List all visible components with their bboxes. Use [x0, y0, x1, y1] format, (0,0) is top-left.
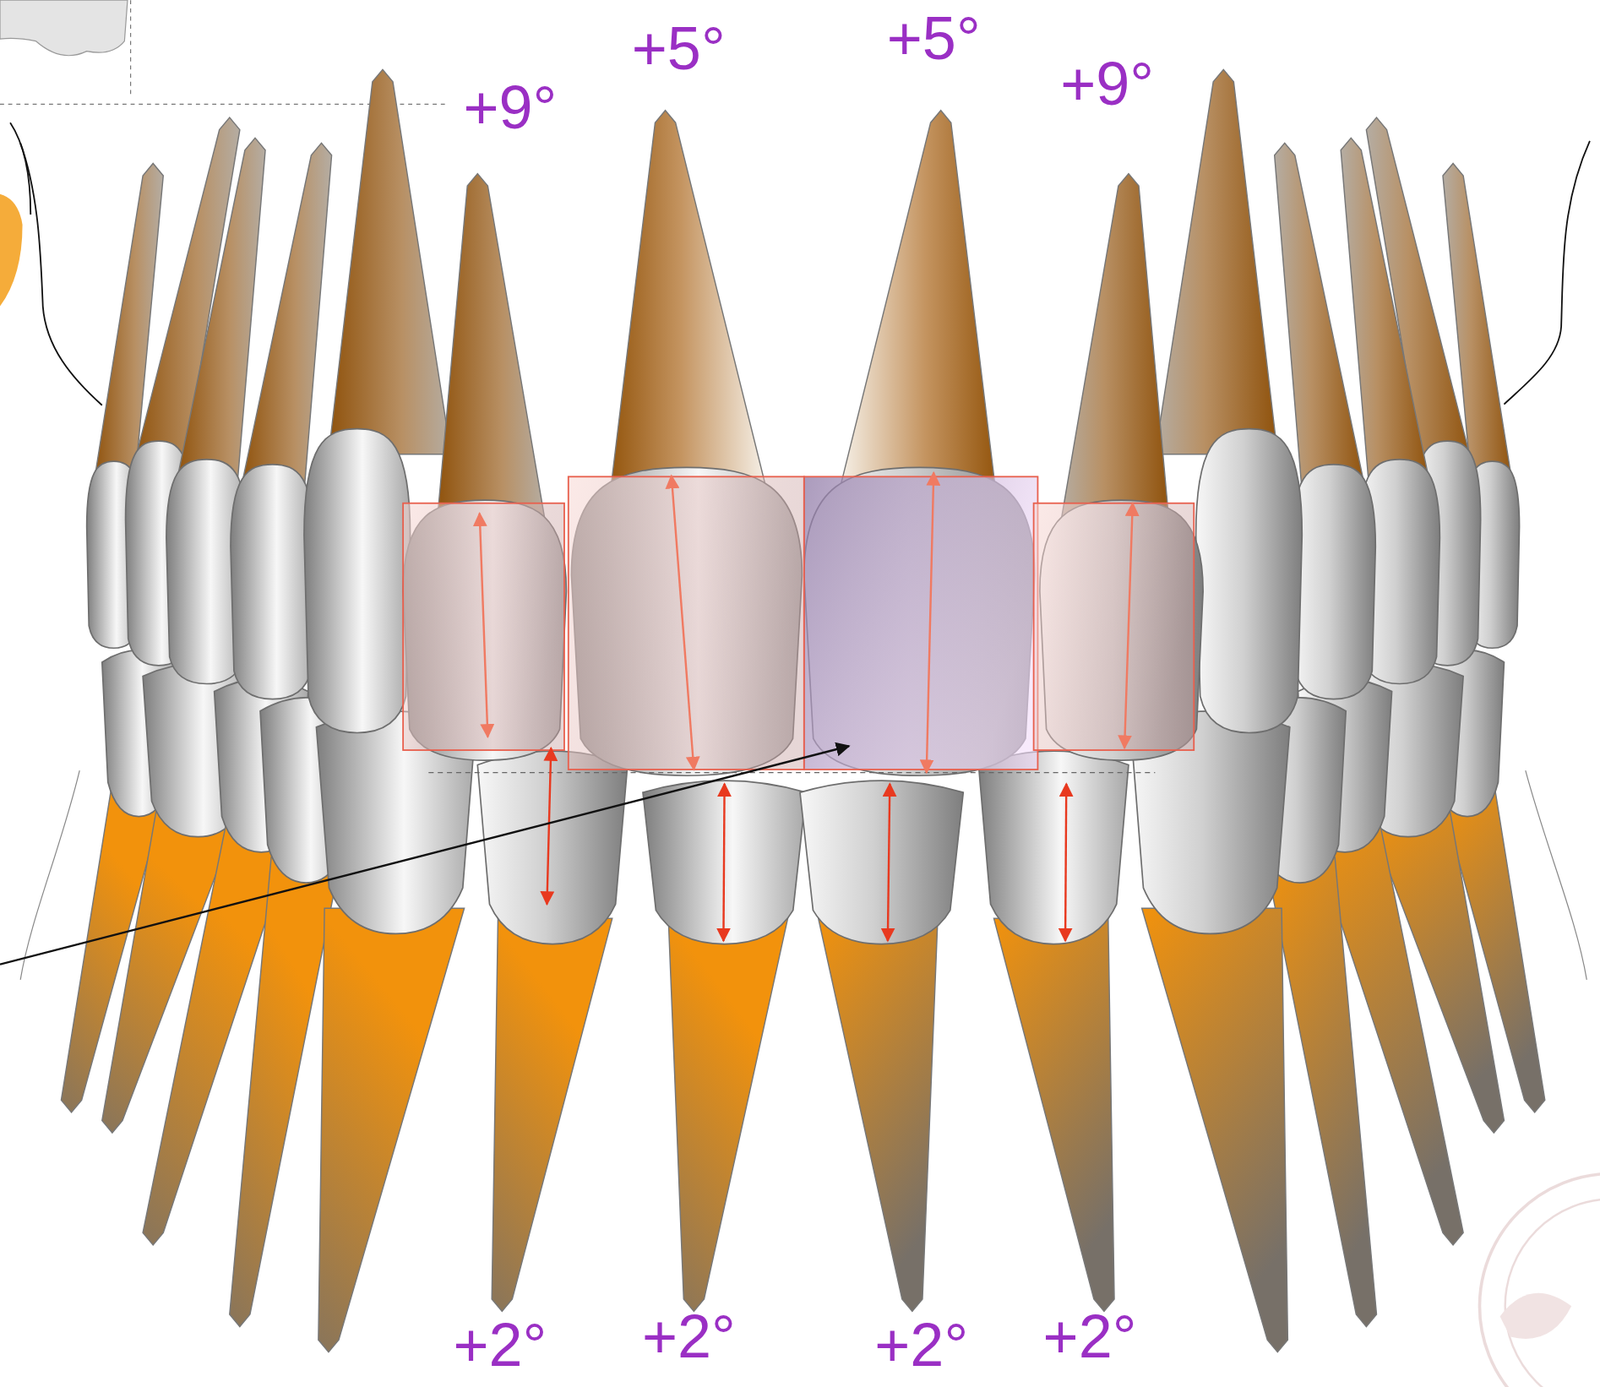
illustration-part: [1291, 464, 1376, 700]
illustration-part: [1130, 711, 1290, 1353]
illustration-part: [1525, 770, 1587, 980]
angle-label: +2°: [874, 1314, 969, 1376]
illustration-part: [479, 472, 1133, 773]
illustration-part: [402, 174, 566, 762]
illustration-part: [318, 908, 465, 1352]
illustration-part: [642, 780, 806, 1312]
illustration-part: [477, 751, 628, 944]
illustration-part: [1340, 137, 1431, 485]
angle-label: +5°: [887, 7, 981, 69]
illustration-part: [994, 918, 1116, 1312]
illustration-part: [978, 751, 1129, 1312]
illustration-part: [0, 0, 128, 56]
illustration-part: [642, 780, 806, 944]
illustration-part: [20, 770, 80, 980]
illustration-part: [20, 142, 103, 405]
illustration-part: [436, 174, 546, 527]
illustration-part: [1142, 908, 1289, 1352]
illustration-part: [240, 142, 332, 490]
illustration-part: [800, 780, 964, 1312]
illustration-part: [479, 513, 489, 738]
illustration-part: [328, 69, 452, 454]
illustration-part: [1479, 1173, 1600, 1387]
illustration-part: [818, 918, 938, 1312]
illustration-part: [304, 429, 411, 734]
angle-label: +9°: [463, 76, 558, 138]
illustration-part: [1274, 142, 1366, 490]
illustration-part: [568, 476, 805, 770]
illustration-part: [1503, 141, 1590, 405]
illustration-part: [402, 500, 566, 761]
illustration-part: [926, 472, 934, 773]
illustration-part: [230, 464, 315, 700]
illustration-part: [428, 772, 1155, 773]
angle-label: +5°: [631, 17, 726, 79]
illustration-part: [0, 745, 849, 964]
illustration-part: [130, 0, 131, 94]
illustration-part: [887, 783, 890, 942]
illustration-part: [87, 69, 1520, 776]
illustration-part: [0, 194, 23, 307]
illustration-part: [402, 476, 1194, 770]
illustration-part: [491, 918, 613, 1312]
illustration-part: [175, 137, 266, 485]
illustration-part: [978, 751, 1129, 944]
illustration-part: [546, 748, 551, 905]
illustration-part: [668, 918, 788, 1312]
angle-label: +9°: [1060, 53, 1154, 115]
illustration-part: [1065, 783, 1067, 942]
angle-label: +2°: [642, 1306, 736, 1367]
illustration-part: [1196, 429, 1303, 734]
illustration-part: [723, 783, 724, 942]
illustration-part: [609, 110, 768, 494]
illustration-part: [546, 748, 1067, 942]
illustration-part: [402, 503, 565, 751]
illustration-part: [1479, 1173, 1600, 1387]
illustration-part: [1124, 503, 1133, 749]
illustration-part: [315, 711, 475, 1353]
illustration-part: [838, 110, 996, 494]
illustration-part: [1154, 69, 1278, 454]
illustration-part: [1500, 1293, 1573, 1339]
illustration-part: [804, 476, 1039, 770]
illustration-part: [671, 475, 695, 770]
illustration-part: [800, 780, 964, 944]
illustration-part: [1034, 503, 1195, 751]
illustration-part: [1060, 174, 1170, 527]
illustration-part: [1505, 1199, 1600, 1387]
angle-label: +2°: [1043, 1306, 1138, 1367]
angle-label: +2°: [452, 1314, 547, 1376]
